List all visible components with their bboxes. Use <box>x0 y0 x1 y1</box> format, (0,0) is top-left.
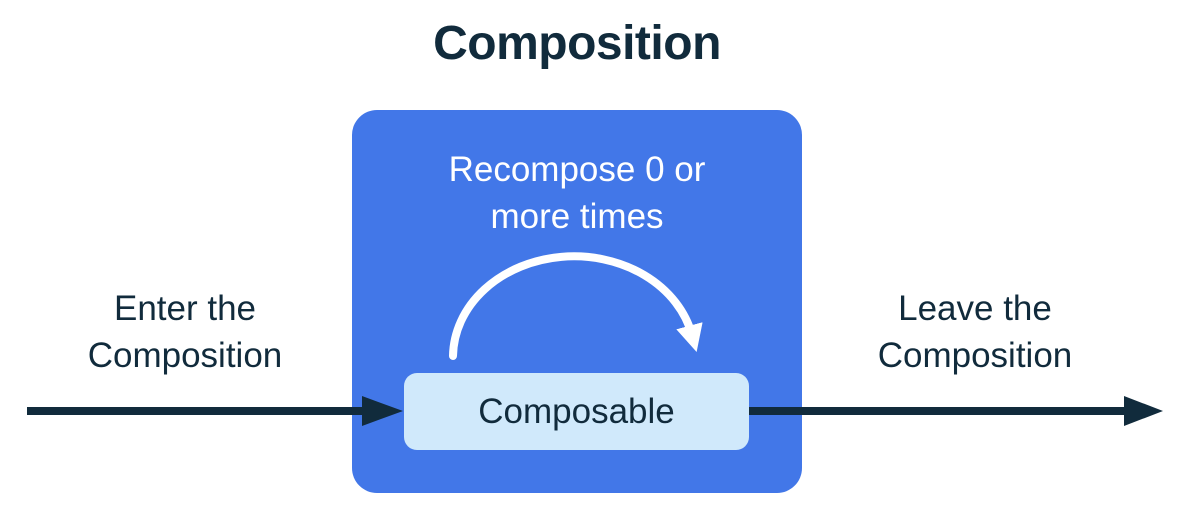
leave-composition-label: Leave the Composition <box>877 289 1073 375</box>
enter-arrow-icon <box>27 396 403 426</box>
composable-label: Composable <box>478 391 675 431</box>
leave-arrow-icon <box>749 396 1163 426</box>
enter-composition-label: Enter the Composition <box>87 289 283 375</box>
recompose-label: Recompose 0 or more times <box>448 150 706 236</box>
composable-box: Composable <box>404 373 749 450</box>
page-title: Composition <box>433 17 721 70</box>
